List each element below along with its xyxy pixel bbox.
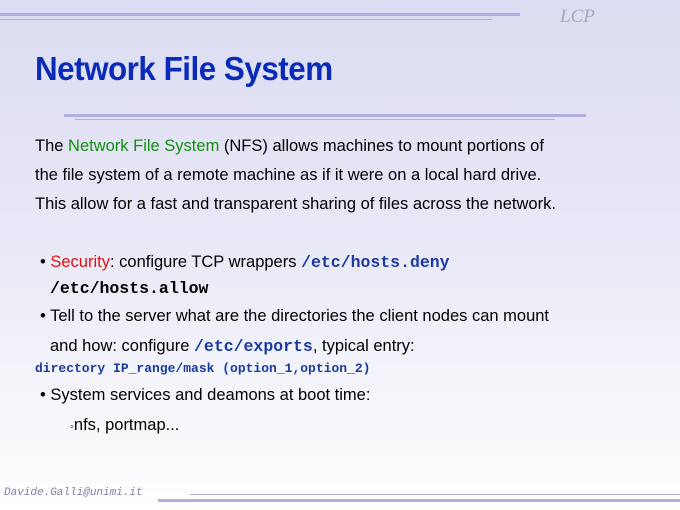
intro-text: the file system of a remote machine as i… xyxy=(35,166,542,184)
footer-rule-thin xyxy=(190,494,680,495)
security-highlight: Security xyxy=(50,253,110,271)
sub-bullet-icon: ◦ xyxy=(70,421,74,433)
intro-text: The xyxy=(35,137,69,155)
intro-paragraph: The Network File System (NFS) allows mac… xyxy=(35,132,556,219)
bullet-text: System services and deamons at boot time… xyxy=(50,386,371,404)
intro-text: This allow for a fast and transparent sh… xyxy=(35,195,556,213)
bullet-text: Tell to the server what are the director… xyxy=(50,307,550,325)
nfs-highlight: Network File System xyxy=(68,137,220,155)
bullet-server: • Tell to the server what are the direct… xyxy=(40,307,549,326)
code-hosts-deny: /etc/hosts.deny xyxy=(301,253,450,272)
code-exports: /etc/exports xyxy=(194,337,313,356)
page-title: Network File System xyxy=(35,50,333,87)
sub-bullet-text: nfs, portmap... xyxy=(73,416,180,434)
exports-entry: directory IP_range/mask (option_1,option… xyxy=(35,361,371,376)
intro-text: (NFS) allows machines to mount portions … xyxy=(219,137,544,155)
bullet-icon: • xyxy=(40,307,46,325)
title-rule-thin xyxy=(75,119,555,120)
title-rule-thick xyxy=(64,114,586,117)
bullet-icon: • xyxy=(40,253,46,271)
bullet-icon: • xyxy=(40,386,46,404)
bullet-text: , typical entry: xyxy=(312,337,415,355)
bullet-text: and how: configure xyxy=(50,337,195,355)
footer-rule-thick xyxy=(158,499,680,502)
header-rule-thick xyxy=(0,13,520,16)
logo-text: LCP xyxy=(560,6,595,27)
sub-bullet-services: ◦nfs, portmap... xyxy=(70,416,179,435)
bullet-text: : configure TCP wrappers xyxy=(109,253,302,271)
code-hosts-allow: /etc/hosts.allow xyxy=(50,279,209,298)
header-rule-thin xyxy=(0,19,492,20)
footer-author: Davide.Galli@unimi.it xyxy=(4,487,143,499)
bullet-server-line2: and how: configure /etc/exports, typical… xyxy=(50,337,415,356)
bullet-services: • System services and deamons at boot ti… xyxy=(40,386,370,405)
bullet-security: • Security: configure TCP wrappers /etc/… xyxy=(40,253,450,272)
